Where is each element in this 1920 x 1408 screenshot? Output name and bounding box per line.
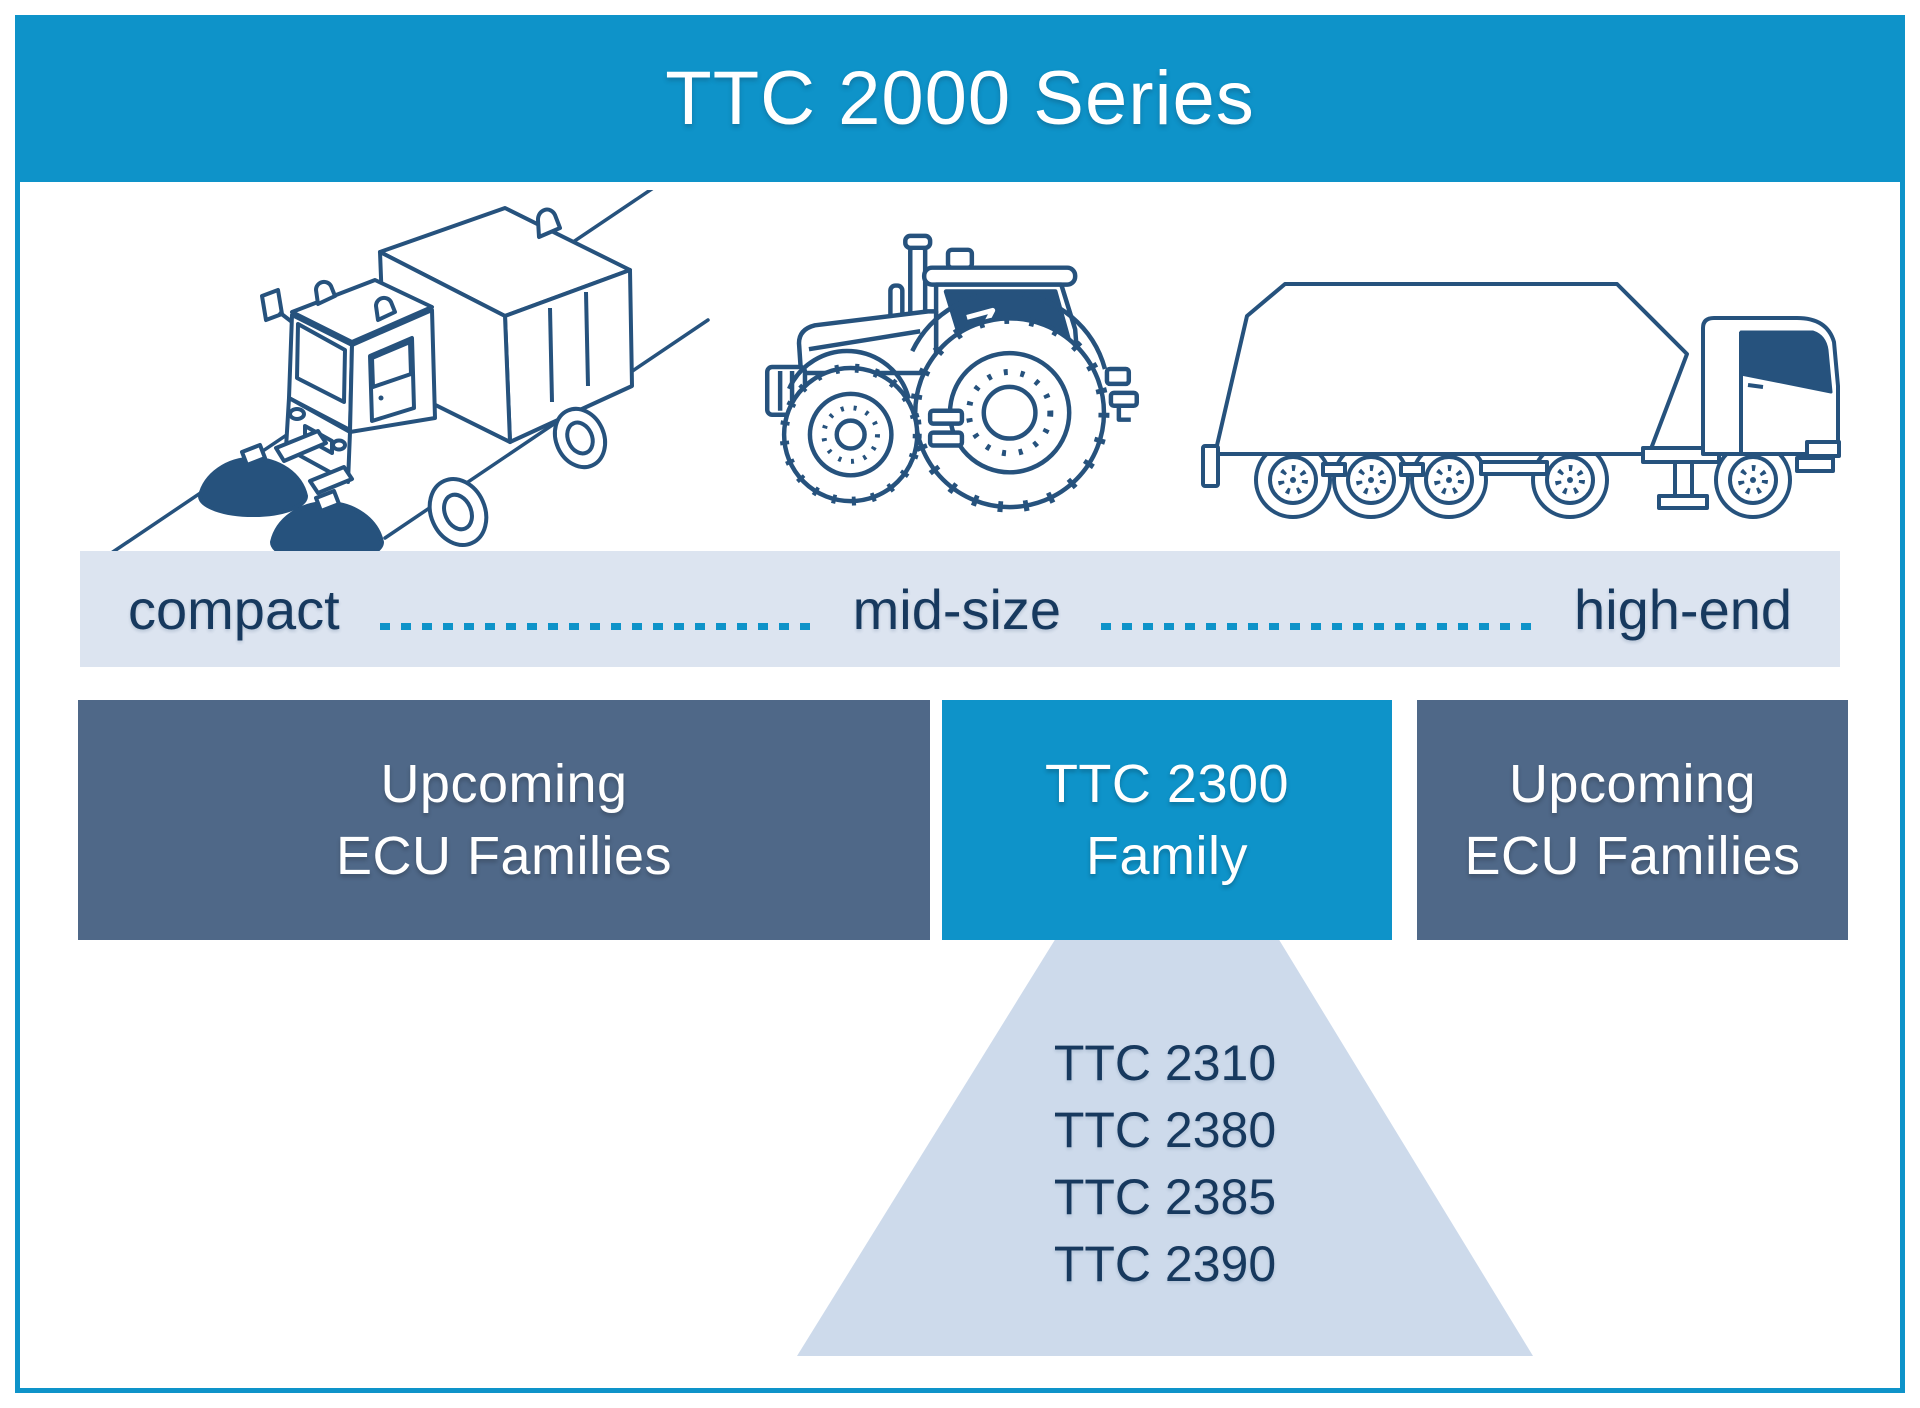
dotted-separator <box>1101 622 1535 630</box>
semi-trailer-truck-icon <box>1201 282 1841 519</box>
title-bar: TTC 2000 Series <box>15 15 1905 182</box>
ttc-2300-family-box: TTC 2300 Family <box>942 700 1392 940</box>
family-model: TTC 2385 <box>1053 1169 1277 1225</box>
size-scale-band: compact mid-size high-end <box>80 551 1840 667</box>
upcoming-ecu-families-box-left: Upcoming ECU Families <box>78 700 930 940</box>
street-sweeper-icon <box>96 190 710 564</box>
scale-label-compact: compact <box>128 577 340 641</box>
box-label-line: Upcoming <box>380 754 628 814</box>
tractor-icon <box>764 233 1139 513</box>
sweeper-brush-left <box>198 456 308 517</box>
scale-label-high-end: high-end <box>1574 577 1793 641</box>
trailer-body <box>1213 282 1689 456</box>
box-label-line: Upcoming <box>1508 754 1757 814</box>
dotted-separator <box>379 622 813 630</box>
scale-label-mid-size: mid-size <box>852 577 1062 641</box>
family-model: TTC 2380 <box>1053 1102 1277 1158</box>
family-model: TTC 2390 <box>1053 1236 1277 1292</box>
ttc2300-family-funnel: TTC 2310 TTC 2380 TTC 2385 TTC 2390 <box>797 938 1533 1356</box>
truck-cab-window <box>1739 330 1833 394</box>
truck-wheels <box>1254 441 1792 519</box>
box-label-line: TTC 2300 <box>1044 754 1290 814</box>
box-label-line: ECU Families <box>335 826 673 886</box>
box-label-line: Family <box>1086 826 1248 886</box>
family-model: TTC 2310 <box>1053 1035 1277 1091</box>
upcoming-ecu-families-box-right: Upcoming ECU Families <box>1417 700 1848 940</box>
box-label-line: ECU Families <box>1464 826 1801 886</box>
page-title: TTC 2000 Series <box>665 56 1255 141</box>
